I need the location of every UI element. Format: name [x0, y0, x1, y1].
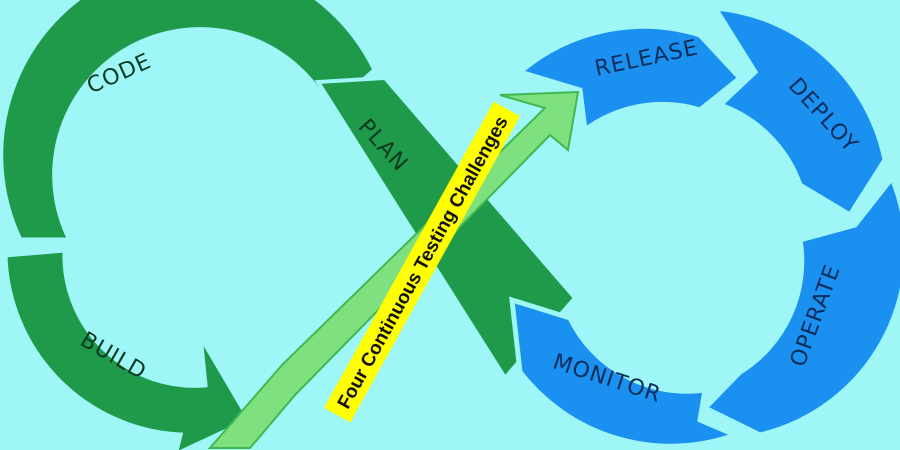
- monitor-segment: [509, 296, 742, 449]
- challenges-arrow: [207, 90, 580, 449]
- deploy-segment: [710, 5, 888, 219]
- banner-box: [324, 101, 520, 423]
- code-segment: [0, 0, 379, 243]
- operate-segment: [700, 173, 900, 438]
- release-segment: [514, 23, 744, 135]
